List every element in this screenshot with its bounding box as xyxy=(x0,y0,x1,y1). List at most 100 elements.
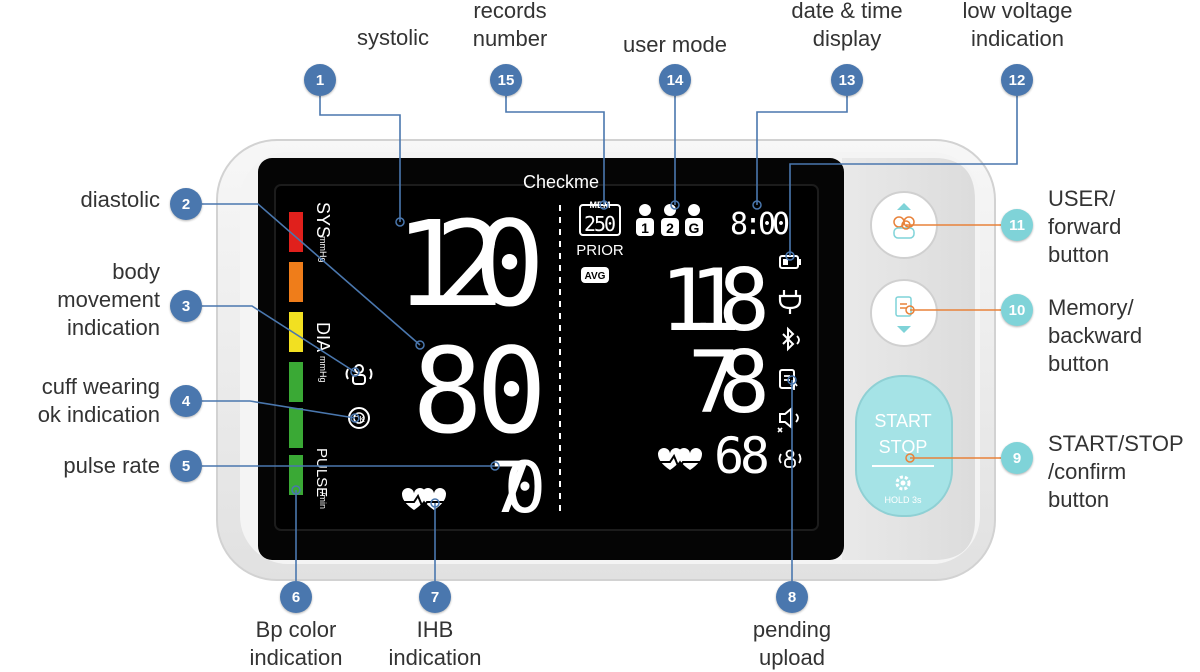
time-display: 8:00 xyxy=(730,207,790,242)
leader-line-12 xyxy=(789,96,1018,256)
dia-unit: mmHg xyxy=(318,356,328,383)
callout-line: body xyxy=(112,259,160,284)
bluetooth-icon xyxy=(782,326,800,352)
callout-badge-6: 6 xyxy=(280,581,312,613)
callout-badge-15: 15 xyxy=(490,64,522,96)
pulse-reading: 70 xyxy=(490,447,546,529)
body-movement-icon-small xyxy=(778,449,802,468)
pending-upload-icon xyxy=(779,369,798,390)
callout-label-1: systolic xyxy=(323,24,463,52)
callout-line: USER/ xyxy=(1048,186,1116,211)
callout-line: indication xyxy=(388,645,482,670)
prior-pulse: 68 xyxy=(714,427,770,485)
user-icon: 2 xyxy=(661,204,679,236)
callout-badge-2: 2 xyxy=(170,188,202,220)
callout-line: records xyxy=(473,0,547,23)
leader-endpoint-2 xyxy=(415,340,425,350)
memory-backward-button[interactable] xyxy=(870,279,938,347)
leader-endpoint-6 xyxy=(291,485,301,495)
sys-label: SYS xyxy=(313,202,333,238)
leader-endpoint-13 xyxy=(752,200,762,210)
leader-endpoint-3 xyxy=(350,367,360,377)
leader-endpoint-15 xyxy=(599,200,609,210)
callout-line: START/STOP xyxy=(1048,431,1184,456)
callout-line: systolic xyxy=(356,25,430,50)
callout-line: Bp color xyxy=(255,617,337,642)
callout-badge-13: 13 xyxy=(831,64,863,96)
user-number: 2 xyxy=(666,220,674,236)
callout-line: date & time xyxy=(791,0,903,23)
callout-line: backward xyxy=(1048,323,1143,348)
callout-line: cuff wearing xyxy=(41,374,160,399)
battery-icon xyxy=(779,255,801,269)
diastolic-reading: 80 xyxy=(412,322,547,460)
avg-label: AVG xyxy=(585,271,606,282)
leader-line-4 xyxy=(202,400,356,419)
callout-line: indication xyxy=(67,315,160,340)
lcd-bezel xyxy=(274,184,819,531)
leader-endpoint-4 xyxy=(350,413,360,423)
leader-line-1 xyxy=(319,96,401,222)
leader-line-13 xyxy=(756,96,848,205)
callout-label-14: user mode xyxy=(595,31,755,59)
callout-line: movement xyxy=(57,287,160,312)
bp-color-segment xyxy=(289,312,303,352)
bp-color-segment xyxy=(289,362,303,402)
callout-line: indication xyxy=(971,26,1064,51)
pulse-unit: /min xyxy=(318,492,328,509)
prior-diastolic: 78 xyxy=(688,333,770,433)
callout-label-6: Bp color indication xyxy=(226,616,366,672)
user-number: 1 xyxy=(641,220,649,236)
callout-label-7: IHB indication xyxy=(365,616,505,672)
callout-line: Memory/ xyxy=(1048,295,1134,320)
leader-endpoint-12 xyxy=(785,251,795,261)
callout-line: indication xyxy=(249,645,343,670)
callout-line: upload xyxy=(758,645,826,670)
callout-label-3: body movement indication xyxy=(0,258,160,342)
callout-line: user mode xyxy=(623,32,727,57)
bp-color-segment xyxy=(289,455,303,495)
bp-color-segment xyxy=(289,262,303,302)
power-plug-icon xyxy=(778,290,802,314)
callout-badge-10: 10 xyxy=(1001,294,1033,326)
callout-line: button xyxy=(1048,242,1110,267)
speaker-mute-icon xyxy=(777,406,799,433)
callout-line: button xyxy=(1048,487,1110,512)
user-forward-button[interactable] xyxy=(870,191,938,259)
sys-unit: mmHg xyxy=(318,236,328,263)
avg-badge xyxy=(581,267,609,283)
callout-label-5: pulse rate xyxy=(0,452,160,480)
callout-label-2: diastolic xyxy=(0,186,160,214)
start-label: START xyxy=(874,411,931,431)
user-number: G xyxy=(689,220,700,236)
brand-logo: Checkme xyxy=(523,172,599,192)
bp-color-segment xyxy=(289,408,303,448)
gear-icon xyxy=(895,475,911,491)
callout-line: forward xyxy=(1048,214,1122,239)
callout-line: number xyxy=(472,26,548,51)
leader-endpoint-8 xyxy=(787,375,797,385)
callout-line: display xyxy=(812,26,882,51)
stop-label: STOP xyxy=(879,437,928,457)
callout-line: low voltage xyxy=(962,0,1073,23)
pulse-label: PULSE xyxy=(313,448,330,497)
leader-line-3 xyxy=(202,305,356,373)
callout-line: IHB xyxy=(416,617,454,642)
systolic-reading: 120 xyxy=(395,195,545,333)
prior-label: PRIOR xyxy=(576,242,624,259)
user-icon: G xyxy=(685,204,703,236)
record-number: 250 xyxy=(584,212,616,236)
leader-endpoint-10 xyxy=(905,305,915,315)
prior-systolic: 118 xyxy=(660,251,770,351)
leader-endpoint-9 xyxy=(905,453,915,463)
callout-badge-11: 11 xyxy=(1001,209,1033,241)
callout-badge-12: 12 xyxy=(1001,64,1033,96)
callout-label-11: USER/forward button xyxy=(1048,185,1198,269)
start-stop-button[interactable]: START STOP HOLD 3s xyxy=(855,375,953,517)
callout-line: diastolic xyxy=(80,187,160,212)
callout-badge-3: 3 xyxy=(170,290,202,322)
dia-label: DIA xyxy=(313,322,333,352)
